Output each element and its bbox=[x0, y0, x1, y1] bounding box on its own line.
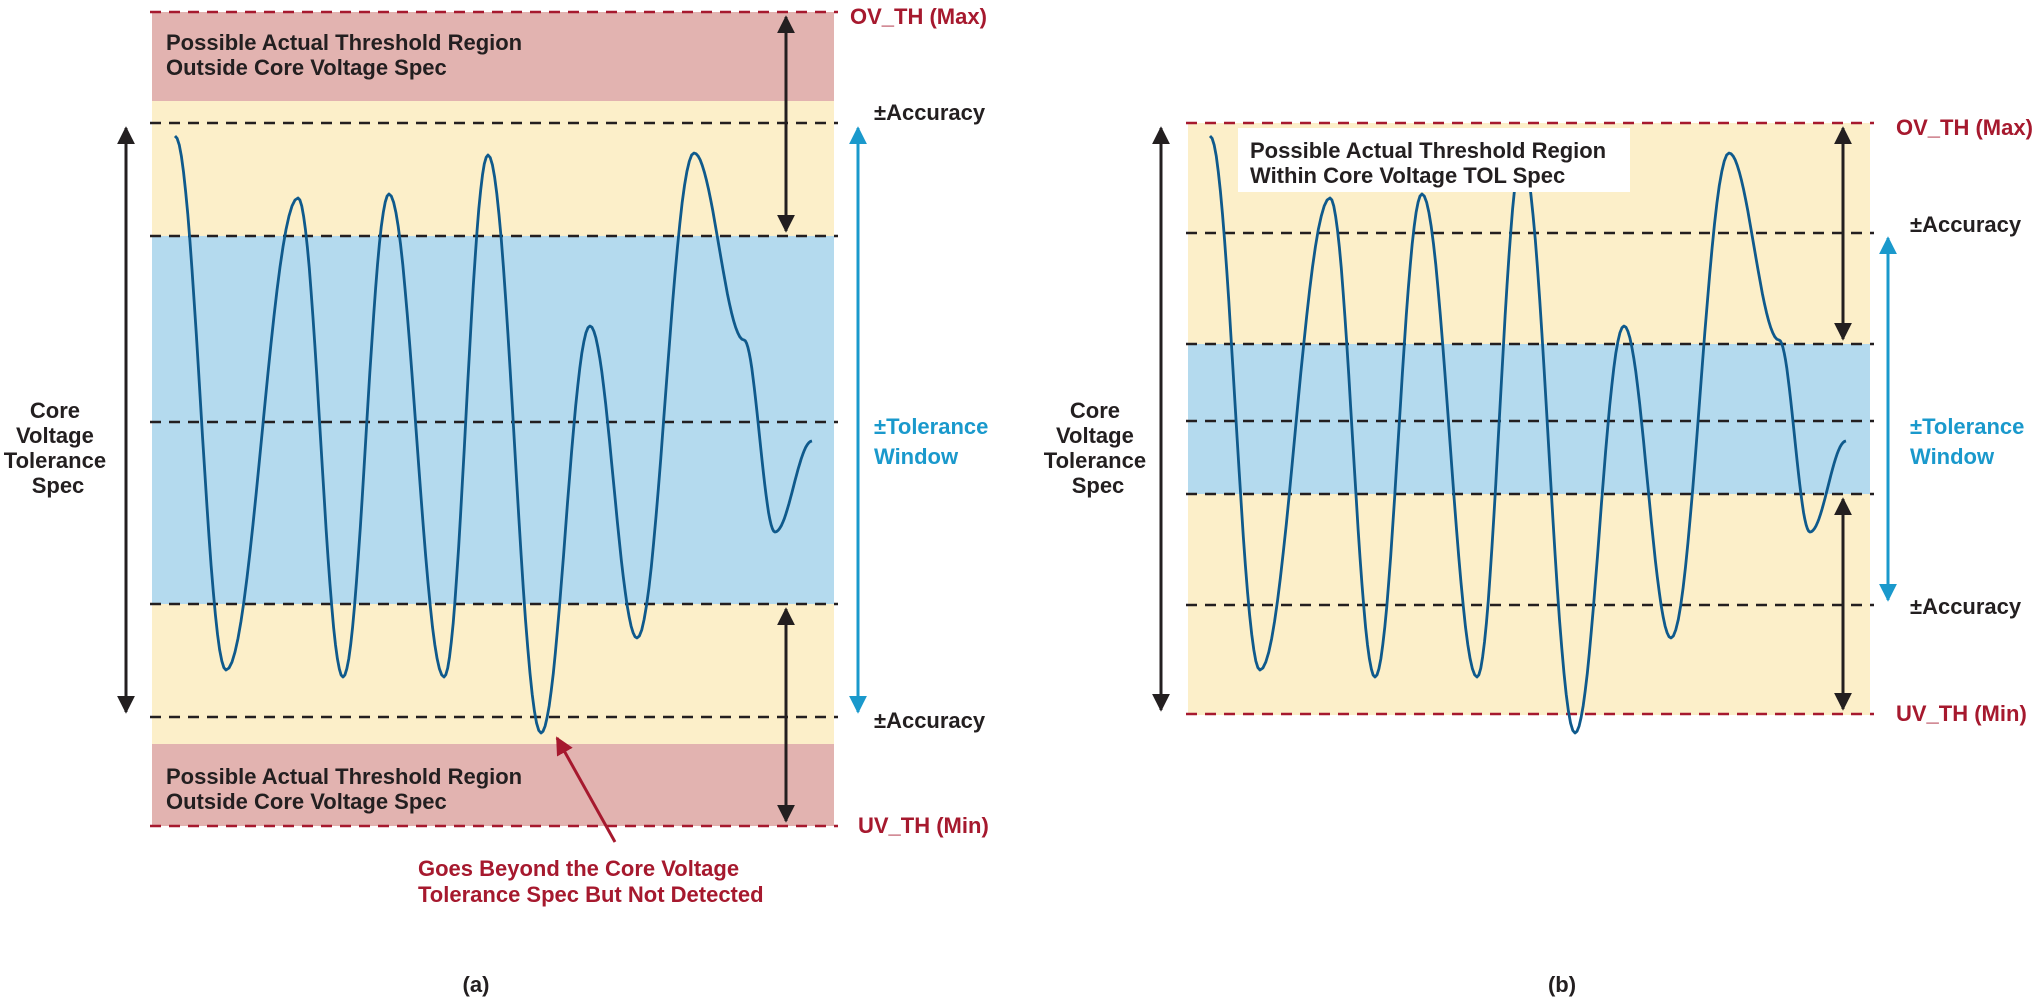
bottom-outside-region-label: Possible Actual Threshold Region Outside… bbox=[166, 764, 528, 814]
core-spec-label: Core Voltage Tolerance Spec bbox=[1044, 398, 1152, 498]
tolerance-window-label: ±Tolerance Window bbox=[1910, 414, 2031, 469]
bottom-outside-region bbox=[152, 744, 834, 826]
not-detected-annotation: Goes Beyond the Core Voltage Tolerance S… bbox=[418, 856, 764, 907]
accuracy-top-label: ±Accuracy bbox=[1910, 212, 2022, 237]
uv-threshold-label: UV_TH (Min) bbox=[1896, 701, 2027, 726]
ov-threshold-label: OV_TH (Max) bbox=[850, 4, 987, 29]
tolerance-window-label: ±Tolerance Window bbox=[874, 414, 995, 469]
voltage-waveform bbox=[173, 135, 813, 735]
within-spec-region-label: Possible Actual Threshold Region Within … bbox=[1250, 138, 1612, 188]
not-detected-pointer-arrow bbox=[555, 736, 617, 843]
voltage-waveform bbox=[1208, 135, 1847, 735]
panel-a: OV_TH (Max) ±Accuracy ±Tolerance Window … bbox=[4, 4, 995, 997]
region-label-box bbox=[1238, 128, 1630, 192]
ov-threshold-label: OV_TH (Max) bbox=[1896, 115, 2033, 140]
panel-a-caption: (a) bbox=[463, 972, 490, 997]
panel-b: Possible Actual Threshold Region Within … bbox=[1044, 115, 2033, 997]
accuracy-bottom-label: ±Accuracy bbox=[1910, 594, 2022, 619]
top-outside-region bbox=[152, 12, 834, 101]
bottom-accuracy-region bbox=[152, 604, 834, 744]
accuracy-bottom-label: ±Accuracy bbox=[874, 708, 986, 733]
top-outside-region-label: Possible Actual Threshold Region Outside… bbox=[166, 30, 528, 80]
panel-b-caption: (b) bbox=[1548, 972, 1576, 997]
tolerance-window-region bbox=[152, 236, 834, 604]
accuracy-top-label: ±Accuracy bbox=[874, 100, 986, 125]
core-spec-label: Core Voltage Tolerance Spec bbox=[4, 398, 112, 498]
uv-threshold-label: UV_TH (Min) bbox=[858, 813, 989, 838]
